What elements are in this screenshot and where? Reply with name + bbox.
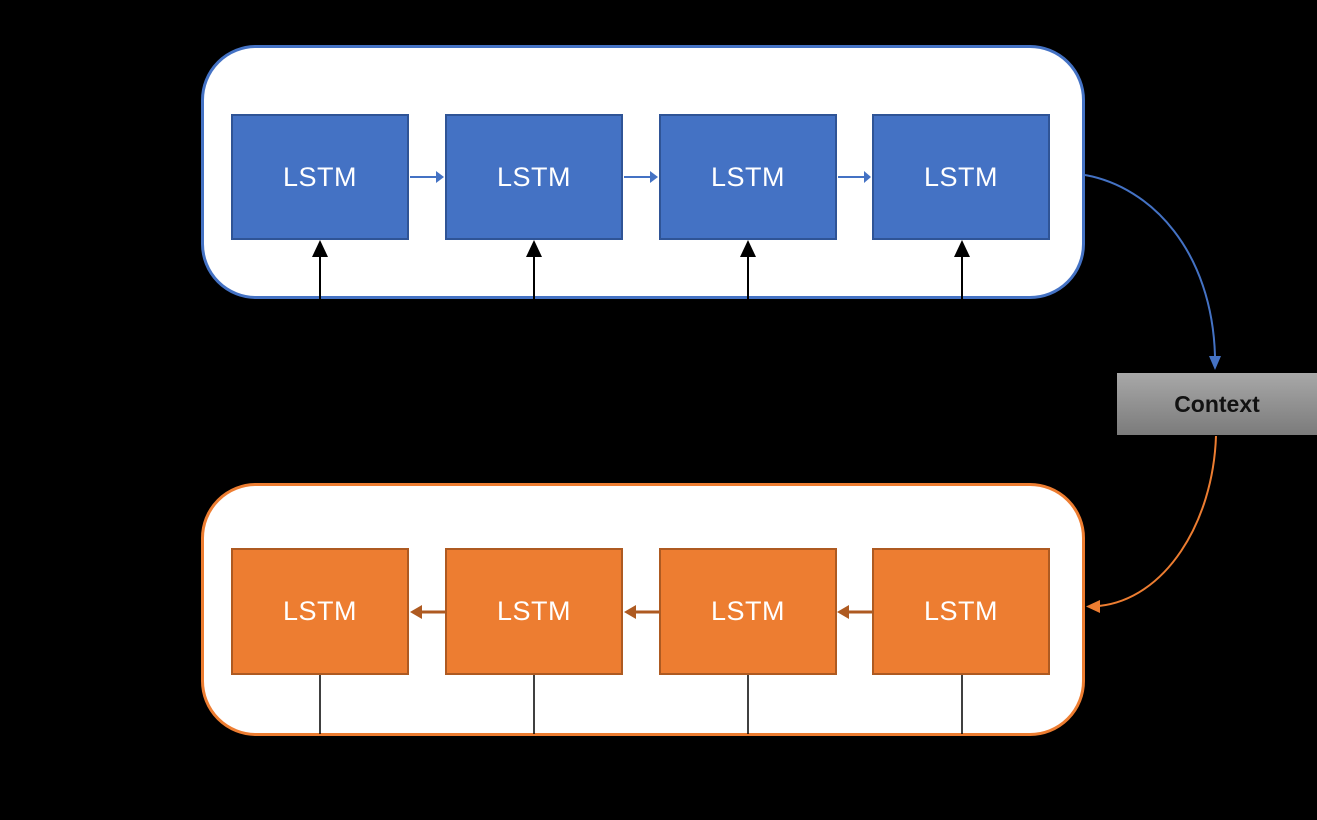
encoder-to-context-arrow — [1084, 174, 1221, 370]
encoder-lstm-1: LSTM — [231, 114, 409, 240]
decoder-lstm-4: LSTM — [872, 548, 1050, 675]
decoder-lstm-2: LSTM — [445, 548, 623, 675]
decoder-lstm-3: LSTM — [659, 548, 837, 675]
context-to-decoder-arrow — [1086, 435, 1217, 613]
encoder-lstm-2: LSTM — [445, 114, 623, 240]
context-box: Context — [1117, 373, 1317, 435]
encoder-lstm-3: LSTM — [659, 114, 837, 240]
encoder-lstm-4: LSTM — [872, 114, 1050, 240]
decoder-lstm-1: LSTM — [231, 548, 409, 675]
context-label: Context — [1174, 390, 1260, 417]
